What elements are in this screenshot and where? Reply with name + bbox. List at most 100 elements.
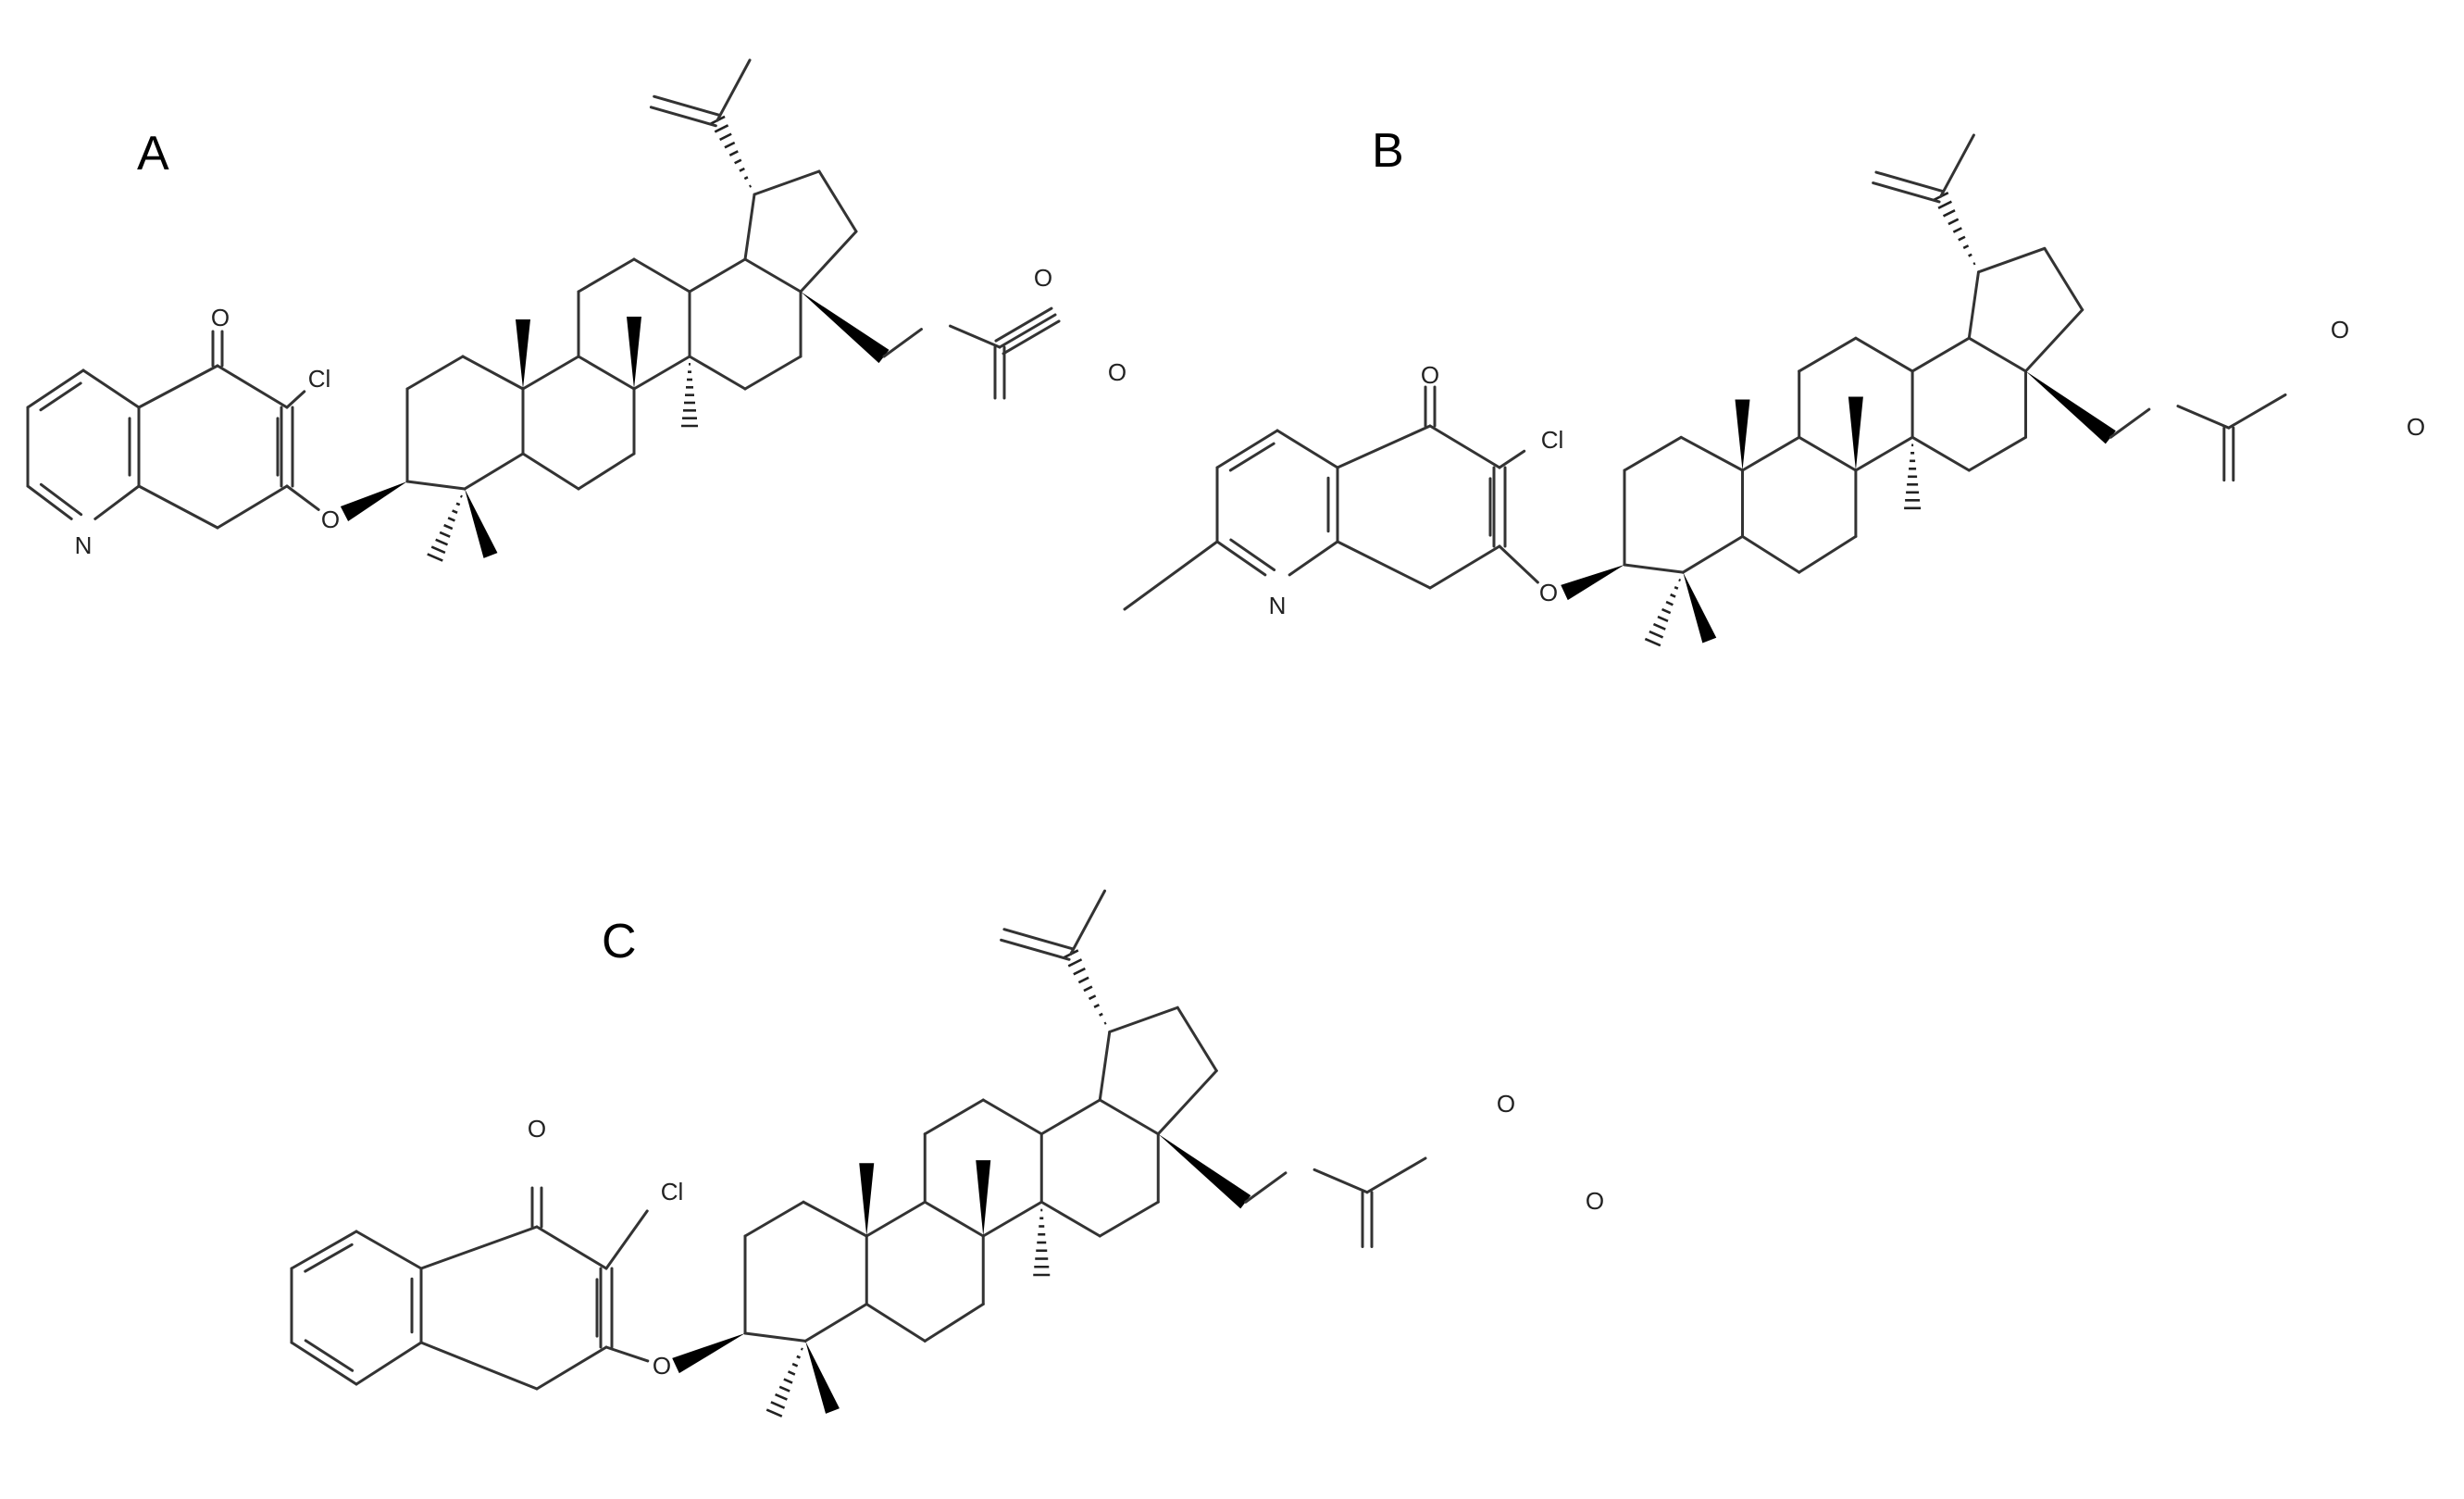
atom-nitrogen: N (1269, 592, 1287, 619)
bond (137, 484, 219, 530)
structure-c (290, 889, 1427, 1418)
chloro-bond (604, 1209, 649, 1270)
ring-bond (1098, 1200, 1160, 1238)
ring-bond (1276, 429, 1339, 469)
ring-bond (743, 257, 803, 294)
triple-bond (1002, 319, 1061, 356)
atom-carbonyl-oxygen: O (2407, 413, 2425, 441)
bond (419, 1341, 539, 1391)
alkene-bond (1000, 938, 1071, 961)
ring-bond (1288, 540, 1339, 577)
ring-bond (405, 480, 467, 491)
wedge-bond (805, 1341, 840, 1414)
wedge-bond (1735, 399, 1750, 470)
atom-ether-oxygen: O (321, 506, 340, 533)
methyl-bond (1939, 133, 1975, 198)
wedge-bond (976, 1160, 991, 1236)
panel-b: B O Cl N O O O (1123, 124, 2425, 647)
ring-bond (1679, 435, 1744, 472)
ester-bond (2109, 407, 2151, 439)
triple-bond (994, 306, 1053, 343)
ester-bond (1244, 1171, 1288, 1204)
atom-carbonyl-oxygen: O (1108, 358, 1126, 386)
ring-bond (463, 452, 525, 491)
ring-bond (1977, 246, 2047, 274)
ring-bond (577, 257, 636, 294)
ring-bond (753, 169, 821, 196)
ring-bond (1798, 336, 1858, 373)
ring-bond (1854, 336, 1914, 373)
acetyl-methyl-bond (1365, 1156, 1427, 1194)
ring-bond (632, 257, 691, 294)
wedge-bond (516, 319, 530, 389)
wedge-bond (1158, 1133, 1251, 1209)
ring-bond (1741, 435, 1801, 472)
bond (419, 1225, 539, 1270)
ring-bond (290, 1230, 358, 1270)
wedge-bond (1683, 572, 1717, 643)
aromatic-bond (1229, 538, 1276, 571)
ring-bond (688, 257, 747, 294)
wedge-bond (859, 1163, 875, 1236)
ring-bond (688, 355, 747, 391)
bond (535, 1225, 608, 1270)
ring-bond (1098, 1098, 1160, 1136)
wedge-bond (801, 292, 890, 364)
wedge-bond (340, 481, 407, 522)
ring-bond (577, 452, 636, 491)
wedge-bond (627, 317, 641, 389)
structure-a (26, 58, 1061, 562)
methyl-bond (1069, 889, 1106, 956)
ring-bond (577, 355, 636, 391)
hashed-bond (1063, 949, 1107, 1025)
atom-chlorine: Cl (308, 365, 331, 393)
aromatic-bond (304, 1243, 354, 1273)
hashed-bond (765, 1347, 803, 1418)
methyl-bond (1123, 540, 1219, 611)
aromatic-bond (304, 1339, 355, 1372)
ring-bond (1741, 534, 1801, 574)
chloro-bond (285, 390, 306, 409)
ester-bond (2176, 405, 2231, 430)
hashed-bond (1904, 443, 1922, 510)
hashed-bond (427, 494, 463, 562)
atom-ketone-oxygen: O (528, 1115, 546, 1143)
ring-bond (1623, 435, 1683, 472)
bond (1336, 424, 1432, 469)
atom-ketone-oxygen: O (1421, 361, 1439, 389)
ring-bond (81, 369, 141, 409)
ester-bond (1313, 1168, 1369, 1194)
atom-nitrogen: N (75, 531, 93, 559)
atom-carbonyl-oxygen: O (1586, 1187, 1604, 1215)
ring-bond (521, 452, 580, 491)
atom-ester-oxygen: O (1034, 264, 1052, 292)
ring-bond (923, 1200, 985, 1238)
hashed-bond (681, 363, 698, 428)
bond (1428, 424, 1501, 469)
wedge-bond (2025, 370, 2116, 444)
ring-bond (1098, 1031, 1112, 1102)
atom-chlorine: Cl (661, 1178, 684, 1205)
alkene-bond (649, 106, 717, 128)
atom-ether-oxygen: O (653, 1352, 671, 1380)
ring-bond (290, 1341, 358, 1386)
ring-bond (2043, 246, 2084, 312)
bond (137, 364, 219, 409)
ring-bond (1215, 540, 1267, 577)
ring-bond (1681, 534, 1744, 574)
atom-chlorine: Cl (1541, 426, 1564, 454)
ring-bond (1910, 435, 1971, 472)
panel-c: C O Cl O O O (290, 889, 1604, 1418)
ring-bond (743, 1200, 805, 1238)
ring-bond (803, 1303, 868, 1343)
ring-bond (1967, 435, 2027, 472)
wedge-bond (1561, 565, 1624, 601)
wedge-bond (465, 489, 498, 558)
wedge-bond (672, 1333, 745, 1374)
ring-bond (461, 355, 525, 391)
panel-a: A O Cl N O O O (26, 58, 1126, 562)
ring-bond (521, 355, 580, 391)
ester-bond (949, 324, 1002, 349)
bond (1428, 544, 1501, 590)
ring-bond (865, 1303, 927, 1343)
